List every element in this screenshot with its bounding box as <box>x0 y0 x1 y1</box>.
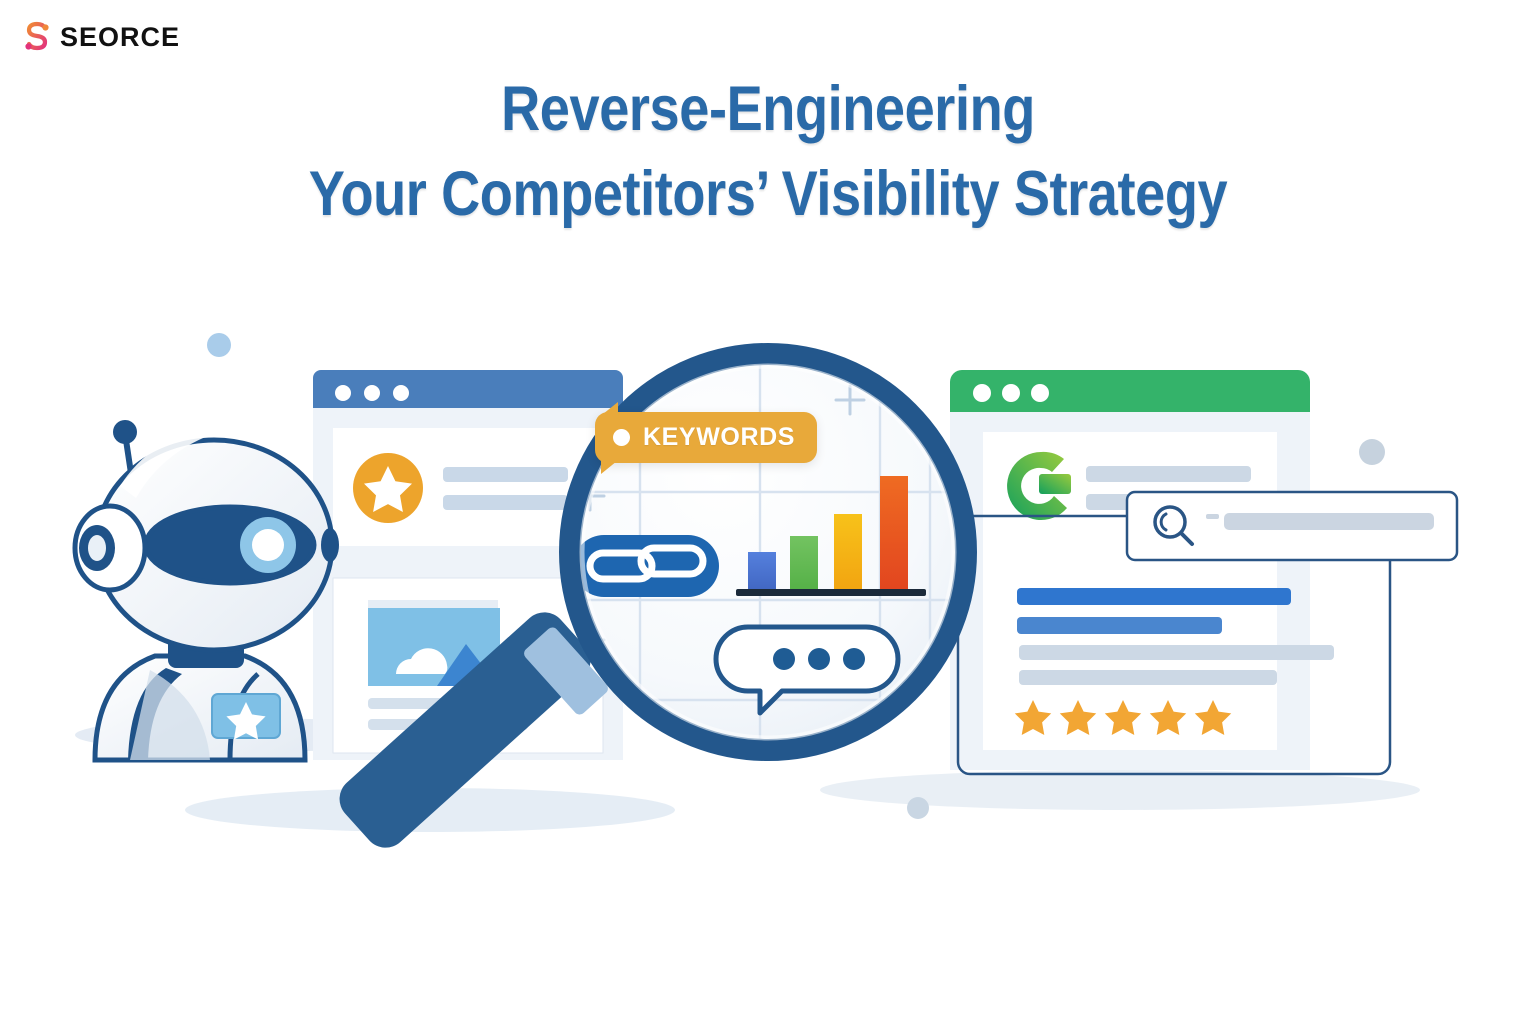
chat-dot-3 <box>843 648 865 670</box>
right-window-dot-3 <box>1031 384 1049 402</box>
rating-stars <box>1014 700 1232 735</box>
robot-body-shade <box>130 670 210 760</box>
backlink-chain-icon[interactable] <box>573 535 719 597</box>
star-icon <box>1104 700 1142 735</box>
google-g-icon <box>1007 451 1071 520</box>
brand-logo[interactable]: SEORCE <box>10 12 200 62</box>
robot-ear-right <box>321 528 339 562</box>
left-text-line-1 <box>443 467 568 482</box>
star-icon <box>1014 700 1052 735</box>
handle-collar <box>524 627 608 715</box>
star-icon <box>1149 700 1187 735</box>
chart-bar <box>834 514 862 589</box>
chain-link-left <box>586 549 656 583</box>
result-body-2 <box>1019 670 1277 685</box>
star-icon <box>226 702 266 740</box>
star-icon <box>364 466 412 512</box>
chat-dot-1 <box>773 648 795 670</box>
search-placeholder-bar <box>1224 513 1434 530</box>
right-window-dot-2 <box>1002 384 1020 402</box>
page-title: Reverse-Engineering Your Competitors’ Vi… <box>0 78 1536 226</box>
chat-bubble-icon[interactable] <box>713 624 901 716</box>
chart-bar <box>790 536 818 589</box>
result-link-1 <box>1017 588 1291 605</box>
head-highlight <box>120 425 240 498</box>
robot-ear-core <box>88 535 106 561</box>
left-window-dot-3 <box>393 385 409 401</box>
left-browser-titlebar <box>313 370 623 408</box>
antenna-tip <box>113 420 137 444</box>
badge-tail-top <box>603 402 618 414</box>
search-caret <box>1206 514 1219 519</box>
magnifier-rim <box>559 343 977 761</box>
link-icon-bg <box>573 535 719 597</box>
keywords-badge-label: KEYWORDS <box>643 423 796 451</box>
decor-dot-1 <box>207 333 231 357</box>
left-window-dot-1 <box>335 385 351 401</box>
ai-robot-mascot[interactable] <box>72 420 339 763</box>
chat-dot-2 <box>808 648 830 670</box>
keywords-badge[interactable]: KEYWORDS <box>595 402 818 474</box>
dot-icon <box>613 429 630 446</box>
growth-bar-chart <box>736 476 926 596</box>
left-window-dot-2 <box>364 385 380 401</box>
right-browser-window[interactable] <box>950 370 1334 770</box>
title-line-2: Your Competitors’ Visibility Strategy <box>308 159 1228 229</box>
star-icon <box>1059 700 1097 735</box>
brand-wordmark: SEORCE <box>60 21 181 52</box>
decor-dot-3 <box>1359 439 1385 465</box>
right-panel-shadow <box>820 770 1420 810</box>
result-body-1 <box>1019 645 1334 660</box>
search-icon[interactable] <box>1153 505 1194 546</box>
star-icon <box>1194 700 1232 735</box>
lens-contents <box>573 360 966 750</box>
chart-bar <box>748 552 776 589</box>
result-link-2 <box>1017 617 1222 634</box>
magnifier-handle[interactable] <box>330 603 610 856</box>
search-bar-overlay[interactable] <box>1125 490 1459 562</box>
right-head-line-1 <box>1086 466 1251 482</box>
chart-bar <box>880 476 908 589</box>
badge-tail <box>601 461 617 474</box>
seorce-s-logo <box>25 21 49 51</box>
chain-link-right <box>637 544 707 578</box>
handle-bar <box>339 612 591 848</box>
right-window-dot-1 <box>973 384 991 402</box>
decor-dot-2 <box>907 797 929 819</box>
magnifier-rim-inner-highlight <box>579 363 957 741</box>
left-text-line-2 <box>443 495 568 510</box>
chart-baseline <box>736 589 926 596</box>
robot-eye-inner <box>252 529 284 561</box>
cloud-shape <box>396 648 448 674</box>
title-line-1: Reverse-Engineering <box>501 74 1035 144</box>
